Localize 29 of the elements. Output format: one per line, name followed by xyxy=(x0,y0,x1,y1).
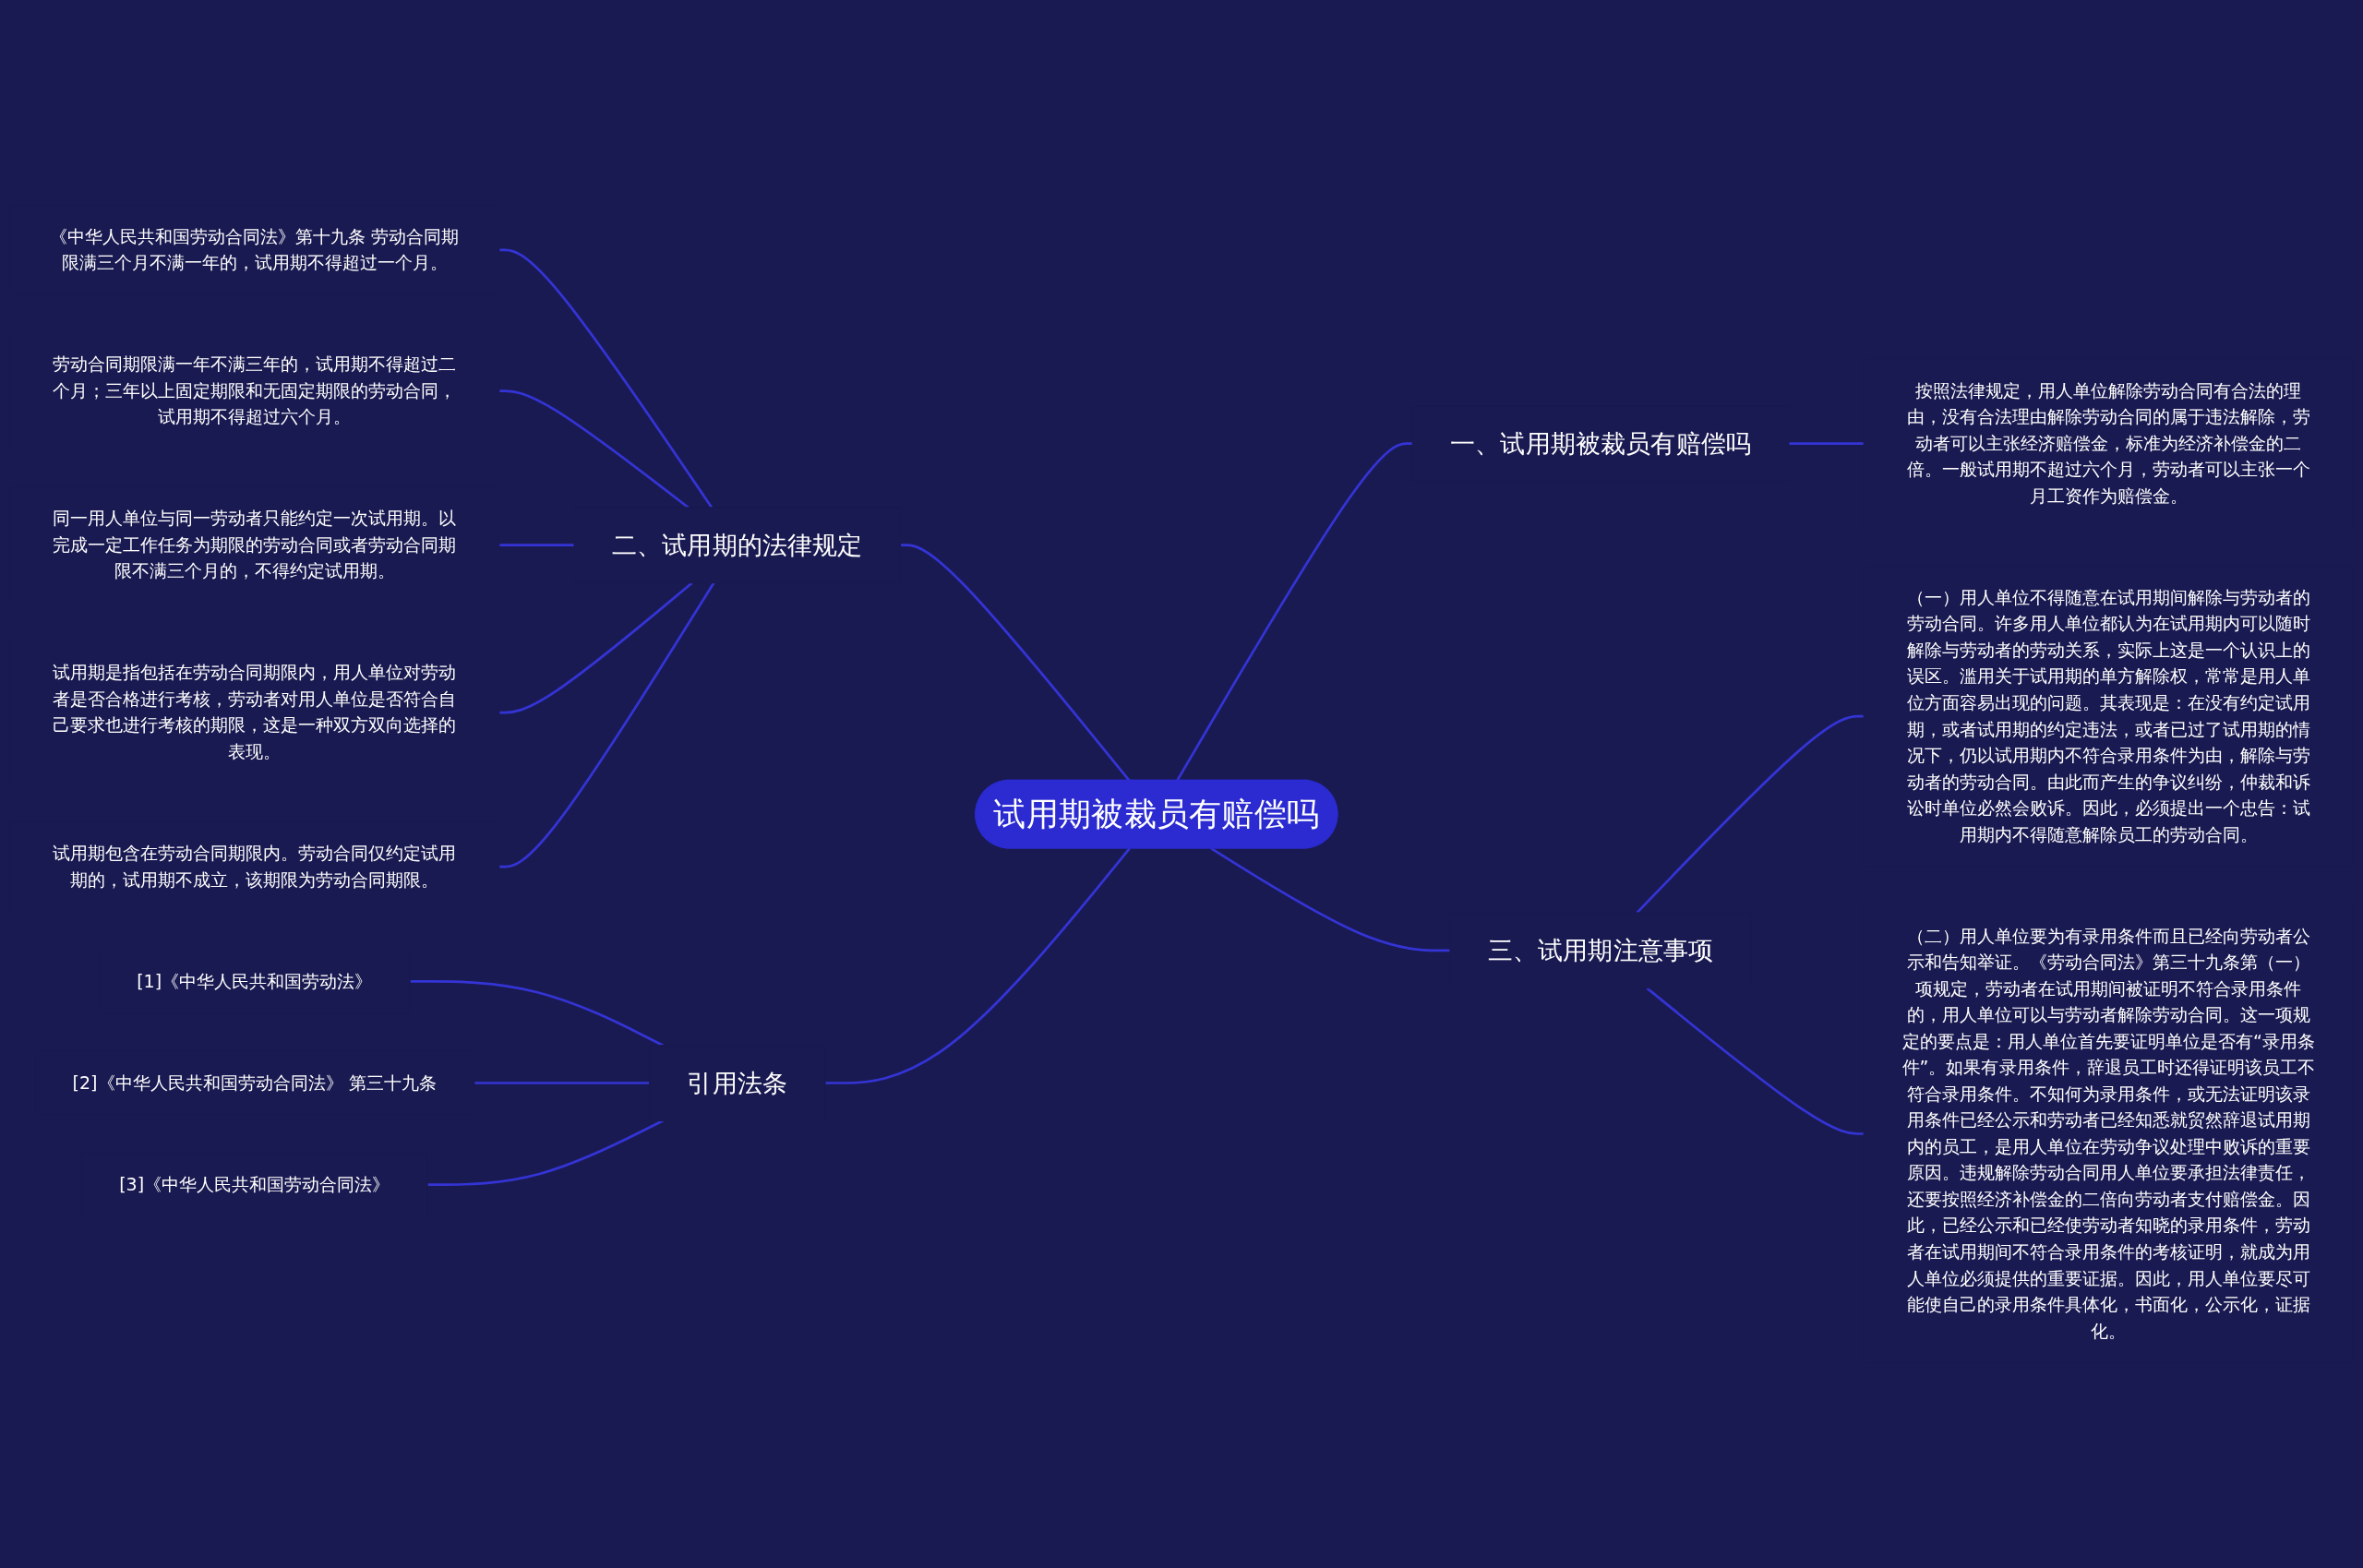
node-text: （一）用人单位不得随意在试用期间解除与劳动者的劳动合同。许多用人单位都认为在试用期内可以随时解除与劳动者的劳动关系，实际上这是一个认识上的误区。滥用关于试用期的单方解除权，常常是用人单位方面容易出现的问题。其表现是：在没有约定试用期，或者试用期的约定违法，或者已过了试用期的情况下，仍以试用期内不符合录用条件为由，解除与劳动者的劳动合同。由此而产生的争议纠纷，仲裁和诉讼时单位必然会败诉。因此，必须提出一个忠告：试用期内不得随意解除员工的劳动合同。 xyxy=(1906,587,2310,844)
connector xyxy=(1636,714,1865,915)
connector xyxy=(498,248,714,509)
connector xyxy=(1788,442,1865,446)
connector xyxy=(1646,987,1865,1135)
node-text: 按照法律规定，用人单位解除劳动合同有合法的理由，没有合法理由解除劳动合同的属于违法解除，劳动者可以主张经济赔偿金，标准为经济补偿金的二倍。一般试用期不超过六个月，劳动者可以主张一个月工资作为赔偿金。 xyxy=(1906,380,2310,506)
node-text: [2]《中华人民共和国劳动合同法》 第三十九条 xyxy=(72,1071,437,1093)
node-text: 二、试用期的法律规定 xyxy=(611,530,863,561)
connector xyxy=(427,1119,664,1186)
connector xyxy=(410,980,664,1047)
connector xyxy=(474,1082,650,1084)
connector xyxy=(498,544,575,547)
node-text: [1]《中华人民共和国劳动法》 xyxy=(137,970,373,991)
node-text: 一、试用期被裁员有赔偿吗 xyxy=(1450,428,1752,459)
node-text: 试用期是指包括在劳动合同期限内，用人单位对劳动者是否合格进行考核，劳动者对用人单位是否符合自己要求也进行考核的期限，这是一种双方双向选择的表现。 xyxy=(53,662,457,762)
connector xyxy=(1210,847,1451,952)
node-text: 劳动合同期限满一年不满三年的，试用期不得超过二个月；三年以上固定期限和无固定期限的劳动合同，试用期不得超过六个月。 xyxy=(53,353,457,427)
node-text: 试用期包含在劳动合同期限内。劳动合同仅约定试用期的，试用期不成立，该期限为劳动合同期限。 xyxy=(53,843,457,890)
node-text: [3]《中华人民共和国劳动合同法》 xyxy=(119,1173,390,1194)
connector xyxy=(900,544,1131,782)
connector xyxy=(824,847,1131,1084)
node-text: 《中华人民共和国劳动合同法》第十九条 劳动合同期限满三个月不满一年的，试用期不得超过一个月。 xyxy=(50,225,460,273)
node-text: （二）用人单位要为有录用条件而且已经向劳动者公示和告知举证。《劳动合同法》第三十九条第（一）项规定，劳动者在试用期间被证明不符合录用条件的，用人单位可以与劳动者解除劳动合同。这一项规定的要点是：用人单位首先要证明单位是否有“录用条件”。如果有录用条件，辞退员工时还得证明该员工不符合录用条件。不知何为录用条件，或无法证明该录用条件已经公示和劳动者已经知悉就贸然辞退试用期内的员工，是用人单位在劳动争议处理中败诉的重要原因。违规解除劳动合同用人单位要承担法律责任，还要按照经济补偿金的二倍向劳动者支付赔偿金。因此，已经公示和已经使劳动者知晓的录用条件，劳动者在试用期间不符合录用条件的考核证明，就成为用人单位必须提供的重要证据。因此，用人单位要尽可能使自己的录用条件具体化，书面化，公示化，证据化。 xyxy=(1901,926,2315,1341)
connector xyxy=(498,581,693,714)
node-text: 三、试用期注意事项 xyxy=(1487,935,1714,966)
connector xyxy=(1175,442,1413,782)
connector xyxy=(498,581,715,868)
node-text: 同一用人单位与同一劳动者只能约定一次试用期。以完成一定工作任务为期限的劳动合同或者劳动合同期限不满三个月的，不得约定试用期。 xyxy=(53,508,457,581)
node-text: 引用法条 xyxy=(687,1068,788,1098)
